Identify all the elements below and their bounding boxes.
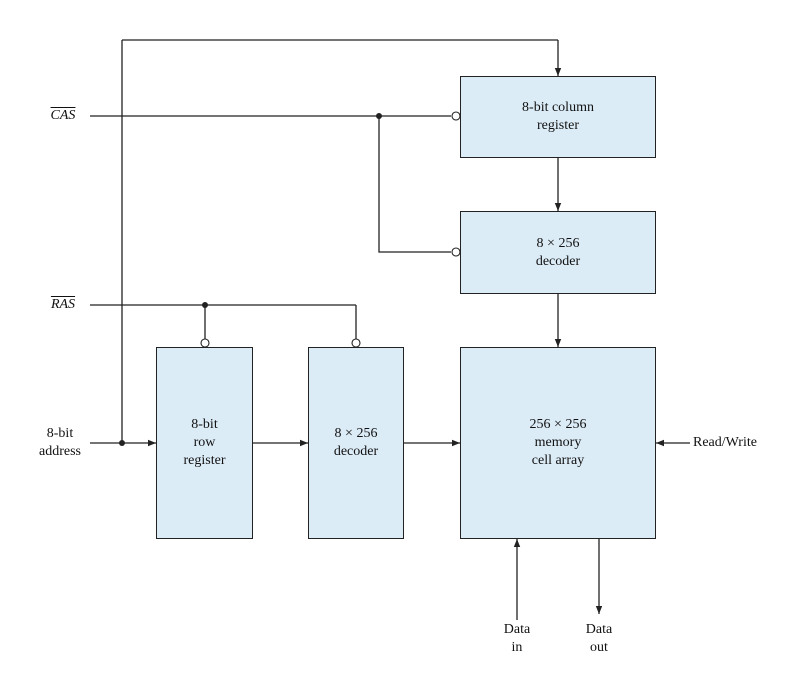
- row-register-label-line-1: 8-bit: [191, 417, 218, 432]
- column-decoder-cas-bubble: [451, 247, 461, 257]
- row-decoder-label-line-2: decoder: [333, 444, 379, 459]
- memory-array-block: 256 × 256 memory cell array: [460, 347, 656, 539]
- row-decoder-label-line-1: 8 × 256: [334, 426, 378, 441]
- cas-to-column-decoder: [378, 116, 451, 253]
- column-decoder-block: 8 × 256 decoder: [460, 211, 656, 294]
- row-decoder-block: 8 × 256 decoder: [308, 347, 404, 539]
- memory-array-label-line-3: cell array: [531, 453, 585, 468]
- row-register-label-line-3: register: [183, 453, 226, 468]
- cas-label: CAS: [50, 108, 76, 123]
- row-register-label-line-2: row: [193, 435, 216, 450]
- column-decoder-label-line-2: decoder: [535, 253, 581, 269]
- column-register-label-line-1: 8-bit column: [522, 100, 594, 115]
- row-decoder-ras-bubble: [351, 338, 361, 348]
- column-decoder-label-line-1: 8 × 256: [536, 235, 580, 251]
- column-register-cas-bubble: [451, 111, 461, 121]
- memory-array-label-line-1: 256 × 256: [529, 417, 587, 432]
- address-junction-dot: [119, 440, 125, 446]
- read-write-label: Read/Write: [693, 435, 757, 450]
- row-register-ras-bubble: [200, 338, 210, 348]
- column-register-block: 8-bit column register: [460, 76, 656, 158]
- row-register-block: 8-bit row register: [156, 347, 253, 539]
- memory-array-label-line-2: memory: [534, 435, 582, 450]
- column-register-label-line-2: register: [537, 118, 579, 133]
- ras-label: RAS: [50, 297, 76, 312]
